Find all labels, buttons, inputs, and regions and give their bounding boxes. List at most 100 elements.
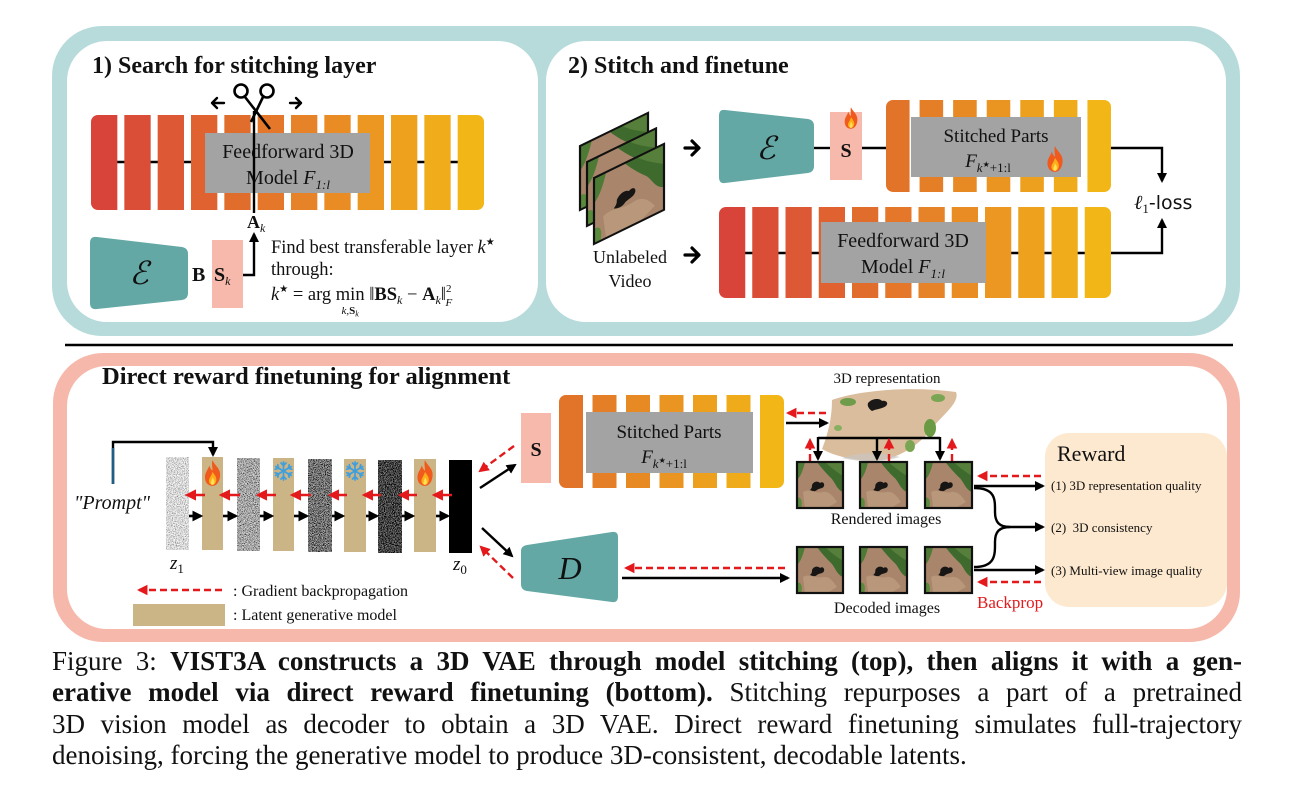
legend-latent-swatch — [133, 604, 225, 626]
description-line1: Find best transferable layer k★ — [271, 237, 495, 258]
activation-label: Ak — [247, 212, 266, 235]
layer-block — [424, 115, 451, 210]
noise-latent-z1 — [166, 457, 189, 550]
figure-caption: Figure 3: VIST3A constructs a 3D VAE thr… — [52, 646, 1242, 771]
stitching-layer-label: S — [530, 439, 541, 461]
layer-block — [124, 115, 151, 210]
b-matrix-label: B — [192, 264, 205, 286]
description-text: Find best transferable layer — [271, 238, 478, 258]
stitching-layer-label: Sk — [214, 264, 231, 288]
model-label: Model — [861, 256, 918, 278]
input-label-line1: Unlabeled — [593, 247, 667, 267]
noise-latent — [237, 458, 260, 551]
loss-suffix: -loss — [1149, 192, 1193, 214]
stitching-layer-symbol: S — [214, 264, 225, 286]
min-sub-s: S — [349, 305, 355, 317]
stitched-sub-range: +1:l — [666, 456, 687, 471]
caption-line: 3D vision model as decoder to obtain a 3… — [52, 708, 1242, 739]
model-symbol: F — [917, 256, 931, 278]
stitched-output-arrow — [1111, 146, 1168, 184]
z-subscript: 1 — [177, 561, 184, 576]
z-symbol: z — [452, 554, 461, 575]
stitched-sub-star: ★ — [659, 456, 666, 465]
panel-stitch: 2) Stitch and finetune Unlabeled Video ℰ — [568, 53, 1192, 298]
figure-diagram: 1) Search for stitching layer Feedforwar… — [52, 26, 1240, 642]
stitching-layer-subscript: k — [225, 274, 231, 288]
stitched-sub-k: k — [653, 456, 659, 471]
panel-search-title: 1) Search for stitching layer — [92, 53, 377, 79]
stitched-symbol: F — [964, 151, 977, 172]
feedforward-model-box — [205, 133, 370, 193]
formula-term1: BS — [374, 285, 397, 305]
layer-block — [985, 207, 1012, 298]
stitched-parts-symbol: Fk★+1:l — [640, 447, 687, 471]
activation-arrow — [243, 231, 260, 277]
to-stitch-arrow — [479, 463, 517, 490]
rendered-image — [923, 460, 974, 510]
caption-text: Stitching repurposes a part of a pretrai… — [712, 677, 1243, 708]
formula-lhs: k — [271, 285, 280, 305]
caption-line: erative model via direct reward finetuni… — [52, 677, 1242, 708]
layer-block — [391, 115, 418, 210]
formula-sub: F — [444, 297, 452, 309]
latent-model-step — [344, 459, 366, 552]
step-arrows — [184, 489, 452, 522]
model-box-line1: Feedforward 3D — [837, 230, 969, 252]
video-frame — [592, 142, 666, 246]
encoder-symbol: ℰ — [129, 255, 152, 291]
z1-label: z1 — [169, 553, 184, 576]
description-variable: k — [478, 238, 487, 258]
layer-block — [559, 395, 583, 488]
decoded-image — [795, 545, 845, 595]
layer-block — [1018, 207, 1045, 298]
model-subscript: 1:l — [315, 177, 330, 192]
stitched-parts-symbol: Fk★+1:l — [964, 151, 1011, 175]
reward-item: (2) 3D consistency — [1051, 520, 1153, 535]
formula-norm-close: ‖ — [441, 285, 446, 305]
panel-search: 1) Search for stitching layer Feedforwar… — [90, 53, 495, 319]
caption-bold-summary: VIST3A constructs a 3D VAE through model… — [170, 646, 1242, 676]
arrow-right-icon — [288, 96, 303, 110]
panel-reward-title: Direct reward finetuning for alignment — [102, 363, 511, 390]
formula-eq: = arg — [288, 285, 336, 305]
formula-term2: A — [422, 285, 436, 305]
feedforward-model-box — [821, 222, 986, 283]
bottom-section: Direct reward finetuning for alignment "… — [53, 353, 1240, 642]
stitching-layer-label: S — [840, 140, 851, 162]
decoder-block — [521, 531, 618, 603]
encoder-block — [90, 236, 188, 310]
rendered-images-label: Rendered images — [831, 511, 942, 528]
stitched-symbol: F — [640, 447, 653, 468]
min-sub-s-index: k — [355, 310, 359, 319]
legend-latent-label: : Latent generative model — [233, 607, 397, 624]
arrow-right-icon — [683, 246, 701, 264]
model-output-arrow — [1111, 217, 1168, 255]
stitching-layer-box — [212, 240, 243, 308]
to-decoder-arrow — [481, 527, 514, 558]
reward-item: (1) 3D representation quality — [1051, 478, 1202, 493]
formula-term2-sub: k — [435, 293, 441, 307]
gradient-arrow — [478, 445, 515, 473]
star-superscript: ★ — [486, 237, 495, 248]
layer-block — [785, 207, 812, 298]
stitched-sub-star: ★ — [983, 160, 990, 169]
layer-block — [157, 115, 184, 210]
formula-lhs-star: ★ — [279, 284, 288, 295]
legend-gradient-label: : Gradient backpropagation — [233, 583, 408, 600]
prompt-label: "Prompt" — [74, 492, 151, 514]
video-frames — [578, 111, 666, 246]
clean-latent-z0 — [449, 460, 472, 553]
caption-label: Figure 3: — [52, 646, 171, 676]
loss-symbol: ℓ — [1134, 192, 1143, 214]
decoded-image — [858, 545, 909, 595]
reward-item: (3) Multi-view image quality — [1051, 563, 1203, 578]
layer-block — [1087, 100, 1111, 192]
decoded-image — [923, 545, 974, 595]
decoded-images-label: Decoded images — [834, 600, 940, 617]
caption-line: Figure 3: VIST3A constructs a 3D VAE thr… — [52, 646, 1242, 677]
noise-latent — [308, 459, 332, 552]
formula-min-subscript: k,Sk — [342, 305, 360, 319]
scissors-icon — [233, 83, 275, 130]
stitching-layer-box — [521, 413, 551, 483]
